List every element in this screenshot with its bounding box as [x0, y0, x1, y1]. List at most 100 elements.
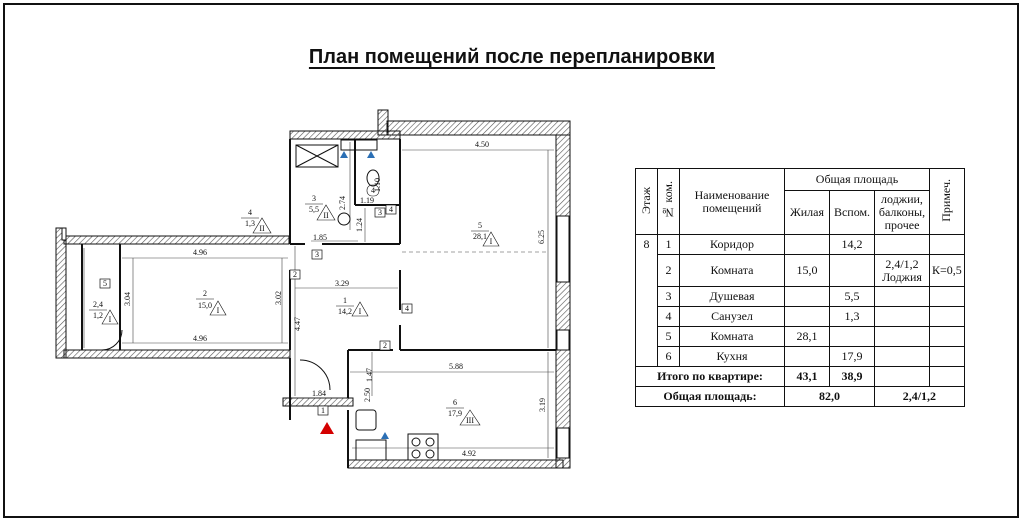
door-marker: 2	[379, 340, 391, 351]
svg-text:2: 2	[293, 270, 297, 279]
door-marker: 1	[317, 405, 329, 416]
header-note: Примеч.	[929, 168, 965, 235]
door-markers: 1 2 2 3 3 4 4 5	[99, 204, 413, 416]
cell-living	[784, 286, 830, 307]
entrance-arrow-icon	[320, 422, 334, 434]
dim-label: 1.47	[365, 368, 374, 382]
cell-note	[929, 306, 965, 327]
water-inlet-icon	[367, 151, 375, 158]
cell-num: 6	[657, 346, 680, 367]
header-name: Наименование помещений	[679, 168, 785, 235]
dim-label: 4.96	[193, 334, 207, 343]
cell-note	[929, 234, 965, 255]
wall-entry-bottom	[282, 397, 354, 407]
svg-text:3: 3	[315, 250, 319, 259]
header-other: лоджии, балконы, прочее	[874, 190, 930, 235]
room-tag-2: 215,0I	[196, 289, 227, 316]
svg-text:III: III	[466, 416, 474, 425]
room-tag-4-outside: 41,3II	[241, 208, 272, 234]
cell-num: 4	[657, 306, 680, 327]
wall-top-right	[386, 120, 571, 136]
svg-text:3: 3	[378, 208, 382, 217]
counter	[355, 439, 387, 461]
page-title: План помещений после перепланировки	[308, 46, 716, 68]
dim-label: 3.04	[123, 292, 132, 306]
dim-label: 4.50	[475, 140, 489, 149]
cell-living: 15,0	[784, 254, 830, 287]
door-marker: 4	[385, 204, 397, 215]
table-row: 5 Комната 28,1	[636, 326, 965, 347]
water-inlet-icon	[340, 151, 348, 158]
cell-aux: 14,2	[829, 234, 875, 255]
cell-name: Душевая	[679, 286, 785, 307]
wall-right	[555, 134, 571, 469]
wall-room2-top	[63, 235, 290, 245]
cell-name: Комната	[679, 326, 785, 347]
table-row: 3 Душевая 5,5	[636, 286, 965, 307]
bath-sink	[340, 139, 378, 151]
dim-label: 3.02	[274, 291, 283, 305]
cell-other: 2,4/1,2 Лоджия	[874, 254, 930, 287]
cell-living	[784, 346, 830, 367]
dimension-labels: 4.50 6.25 2.74 1.10 1.19 1.85 1.24 4.96 …	[123, 140, 547, 458]
total-other	[874, 366, 930, 387]
area-value: 82,0	[784, 386, 875, 407]
door-swing	[299, 359, 331, 391]
dim-label: 2.74	[338, 196, 347, 210]
total-row: Итого по квартире: 43,1 38,9	[635, 366, 965, 387]
door-marker: 3	[374, 207, 386, 218]
svg-text:6: 6	[453, 398, 457, 407]
kitchen-sink	[355, 409, 377, 431]
cell-other	[874, 346, 930, 367]
table-row: 2 Комната 15,0 2,4/1,2 Лоджия К=0,5	[636, 254, 965, 287]
svg-text:I: I	[490, 237, 493, 246]
svg-text:15,0: 15,0	[198, 301, 212, 310]
wall-kitchen-bottom	[347, 459, 564, 469]
toilet	[366, 169, 380, 187]
svg-text:2: 2	[383, 341, 387, 350]
table-row: 6 Кухня 17,9	[636, 346, 965, 367]
cell-name: Санузел	[679, 306, 785, 327]
door-marker: 5	[99, 278, 111, 289]
cell-name: Комната	[679, 254, 785, 287]
explication-table: Этаж № ком. Наименование помещений Общая…	[635, 168, 965, 407]
svg-text:1,3: 1,3	[245, 219, 255, 228]
svg-text:II: II	[259, 224, 265, 233]
shower-tray	[295, 144, 339, 168]
cell-aux	[829, 326, 875, 347]
cell-note	[929, 346, 965, 367]
water-inlet-icon	[381, 432, 389, 439]
dim-label: 1.10	[373, 178, 382, 192]
door-marker: 3	[311, 249, 323, 260]
svg-text:14,2: 14,2	[338, 307, 352, 316]
cell-num: 3	[657, 286, 680, 307]
cell-living	[784, 234, 830, 255]
stove	[407, 433, 439, 461]
area-row: Общая площадь: 82,0 2,4/1,2	[635, 386, 965, 407]
cell-other	[874, 306, 930, 327]
cell-living	[784, 306, 830, 327]
door-marker: 4	[401, 303, 413, 314]
header-aux: Вспом.	[829, 190, 875, 235]
svg-text:3: 3	[312, 194, 316, 203]
door-marker: 2	[289, 269, 301, 280]
total-note	[929, 366, 965, 387]
window-loggia	[61, 227, 67, 241]
cell-other	[874, 234, 930, 255]
svg-text:5: 5	[478, 221, 482, 230]
room-tag-5: 528,1I	[471, 221, 500, 247]
total-label: Итого по квартире:	[635, 366, 785, 387]
svg-text:17,9: 17,9	[448, 409, 462, 418]
dim-label: 1.24	[355, 218, 364, 232]
cell-note: К=0,5	[929, 254, 965, 287]
cell-floor: 8	[635, 234, 658, 367]
dimension-lines	[83, 142, 554, 458]
cell-num: 2	[657, 254, 680, 287]
svg-text:5,5: 5,5	[309, 205, 319, 214]
cell-num: 5	[657, 326, 680, 347]
header-floor: Этаж	[635, 168, 658, 235]
table-row: 4 Санузел 1,3	[636, 306, 965, 327]
room-tag-3: 35,5II	[305, 194, 336, 221]
